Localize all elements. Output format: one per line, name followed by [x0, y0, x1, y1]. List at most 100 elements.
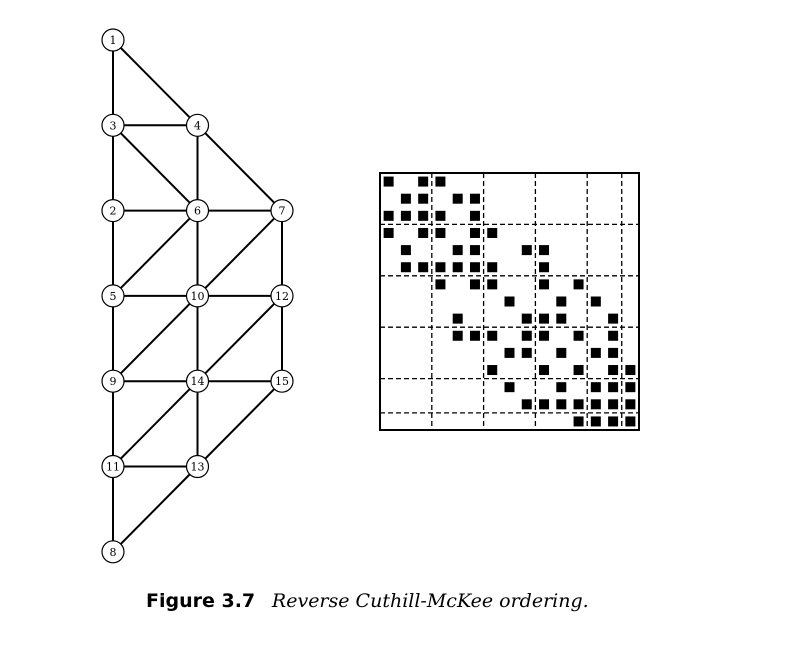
matrix-nonzero	[539, 399, 550, 410]
matrix-nonzero	[590, 382, 601, 393]
matrix-nonzero	[452, 262, 463, 273]
matrix-nonzero	[539, 279, 550, 290]
matrix-nonzero	[452, 245, 463, 256]
graph-node: 1	[101, 28, 125, 52]
node-circle	[101, 199, 125, 223]
graph-edge	[112, 295, 199, 382]
node-circle	[101, 454, 125, 479]
matrix-nonzero	[504, 296, 515, 307]
matrix-nonzero	[608, 399, 619, 410]
matrix-nonzero	[487, 330, 498, 341]
matrix-nonzero	[625, 399, 636, 410]
matrix-nonzero	[400, 245, 411, 256]
node-label: 15	[275, 375, 289, 388]
node-label: 14	[191, 375, 205, 388]
matrix-nonzero	[590, 399, 601, 410]
caption-text: Reverse Cuthill-McKee ordering.	[271, 590, 589, 612]
matrix-nonzero	[539, 365, 550, 376]
node-label: 12	[275, 290, 289, 303]
matrix-nonzero	[452, 193, 463, 204]
matrix-nonzero	[590, 347, 601, 358]
matrix-nonzero	[383, 210, 394, 221]
matrix-nonzero	[469, 245, 480, 256]
matrix-nonzero	[418, 210, 429, 221]
node-label: 7	[279, 205, 286, 218]
matrix-nonzero	[521, 245, 532, 256]
node-circle	[101, 540, 125, 564]
node-circle	[101, 369, 125, 393]
graph-node: 13	[185, 454, 210, 479]
node-label: 2	[110, 205, 117, 218]
matrix-nonzero	[400, 262, 411, 273]
matrix-nonzero	[590, 296, 601, 307]
node-circle	[185, 284, 210, 308]
matrix-nonzeros	[383, 176, 636, 427]
matrix-nonzero	[590, 416, 601, 427]
matrix-nonzero	[435, 176, 446, 187]
matrix-nonzero	[418, 227, 429, 238]
caption-label: Figure 3.7	[146, 590, 256, 612]
graph-node: 7	[270, 199, 294, 223]
matrix-nonzero	[608, 313, 619, 324]
matrix-nonzero	[539, 313, 550, 324]
matrix-nonzero	[556, 399, 567, 410]
matrix-nonzero	[487, 227, 498, 238]
matrix-nonzero	[435, 262, 446, 273]
matrix-nonzero	[539, 245, 550, 256]
graph-node: 5	[101, 284, 125, 308]
matrix-nonzero	[452, 313, 463, 324]
sparsity-matrix	[379, 172, 640, 431]
node-circle	[185, 454, 210, 479]
matrix-nonzero	[400, 210, 411, 221]
matrix-nonzero	[400, 193, 411, 204]
matrix-nonzero	[573, 399, 584, 410]
matrix-nonzero	[469, 279, 480, 290]
matrix-nonzero	[539, 262, 550, 273]
node-circle	[101, 284, 125, 308]
matrix-nonzero	[469, 227, 480, 238]
matrix-nonzero	[487, 365, 498, 376]
matrix-partition-lines	[380, 173, 639, 430]
matrix-nonzero	[435, 210, 446, 221]
matrix-nonzero	[573, 279, 584, 290]
node-label: 13	[191, 461, 205, 474]
graph-node: 10	[185, 284, 210, 308]
graph-edge	[112, 380, 199, 468]
graph-edge	[196, 124, 283, 212]
graph-node: 11	[101, 454, 125, 479]
matrix-nonzero	[556, 296, 567, 307]
figure-caption: Figure 3.7 Reverse Cuthill-McKee orderin…	[146, 590, 589, 613]
graph-node: 14	[185, 369, 210, 393]
matrix-nonzero	[418, 176, 429, 187]
matrix-nonzero	[435, 227, 446, 238]
matrix-nonzero	[452, 330, 463, 341]
matrix-nonzero	[487, 262, 498, 273]
graph-edges	[112, 39, 283, 553]
matrix-nonzero	[556, 313, 567, 324]
node-circle	[270, 369, 294, 393]
node-label: 4	[194, 119, 201, 132]
matrix-nonzero	[418, 262, 429, 273]
node-label: 8	[110, 546, 117, 559]
matrix-nonzero	[504, 347, 515, 358]
matrix-nonzero	[625, 365, 636, 376]
graph-edge	[196, 380, 283, 468]
graph-node: 4	[185, 113, 210, 137]
graph-edge	[196, 295, 283, 382]
matrix-nonzero	[469, 330, 480, 341]
matrix-nonzero	[573, 365, 584, 376]
graph-node: 15	[270, 369, 294, 393]
graph-node: 6	[185, 199, 210, 223]
matrix-nonzero	[418, 193, 429, 204]
node-circle	[270, 284, 294, 308]
matrix-nonzero	[625, 382, 636, 393]
matrix-nonzero	[469, 193, 480, 204]
graph-node: 3	[101, 113, 125, 137]
matrix-nonzero	[539, 330, 550, 341]
matrix-nonzero	[521, 330, 532, 341]
matrix-nonzero	[521, 347, 532, 358]
node-label: 6	[194, 205, 201, 218]
node-circle	[185, 113, 210, 137]
